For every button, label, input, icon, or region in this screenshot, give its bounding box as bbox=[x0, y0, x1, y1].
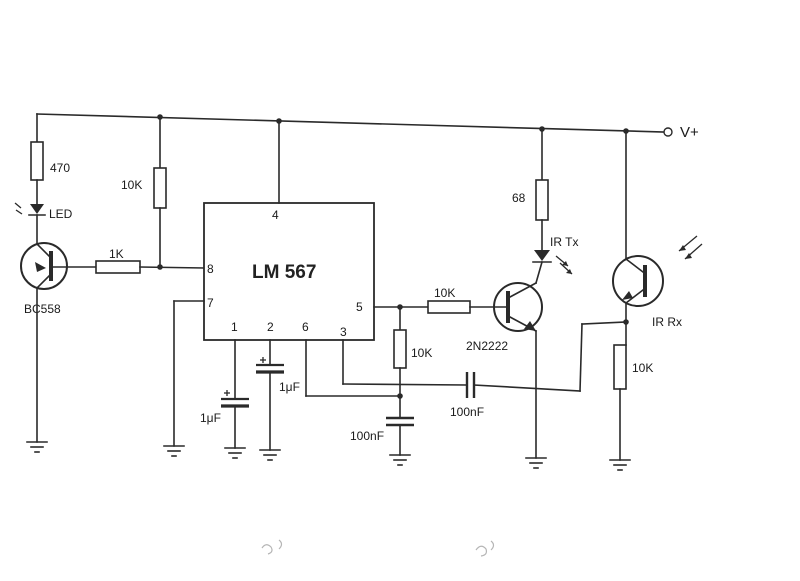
pin-8: 8 bbox=[207, 262, 214, 276]
lm567-chip: LM 567 4 8 7 1 2 6 3 5 bbox=[203, 202, 375, 341]
resistor-68-label: 68 bbox=[512, 191, 526, 205]
capacitor-100nf-pin5-icon bbox=[386, 416, 414, 427]
vplus-rail: V+ bbox=[36, 113, 699, 141]
scan-marks bbox=[261, 539, 495, 557]
capacitor-pin2-label: 1μF bbox=[279, 380, 300, 394]
pin-1: 1 bbox=[231, 320, 238, 334]
led-label: LED bbox=[49, 207, 73, 221]
resistor-10k-irrx bbox=[613, 344, 627, 390]
resistor-10k-base bbox=[427, 300, 471, 314]
resistor-10k-base-label: 10K bbox=[434, 286, 455, 300]
capacitor-100nf-coupling-icon bbox=[465, 372, 476, 398]
resistor-1k bbox=[95, 260, 141, 274]
ground-icon bbox=[259, 449, 281, 461]
resistor-470-label: 470 bbox=[50, 161, 70, 175]
resistor-68 bbox=[535, 179, 549, 221]
capacitor-pin5-label: 100nF bbox=[350, 429, 384, 443]
resistor-470 bbox=[30, 141, 44, 181]
resistor-10k-pullup-label: 10K bbox=[121, 178, 142, 192]
junction-node bbox=[397, 393, 403, 399]
ground-icon bbox=[525, 457, 547, 469]
ir-rx-label: IR Rx bbox=[652, 315, 682, 329]
pin-2: 2 bbox=[267, 320, 274, 334]
capacitor-pin1-label: 1μF bbox=[200, 411, 221, 425]
pin-7: 7 bbox=[207, 296, 214, 310]
ground-icon bbox=[224, 447, 246, 459]
resistor-10k-pullup bbox=[153, 167, 167, 209]
ir-tx-led-icon bbox=[532, 250, 573, 275]
vplus-label: V+ bbox=[680, 124, 699, 141]
chip-name: LM 567 bbox=[252, 262, 316, 283]
pin-6: 6 bbox=[302, 320, 309, 334]
ground-icon bbox=[26, 441, 48, 453]
capacitor-coupling-label: 100nF bbox=[450, 405, 484, 419]
vplus-terminal bbox=[663, 127, 673, 137]
ground-icon bbox=[163, 445, 185, 457]
led-icon bbox=[14, 202, 46, 216]
pin-4: 4 bbox=[272, 208, 279, 222]
ground-icon bbox=[609, 459, 631, 471]
junction-node bbox=[623, 319, 629, 325]
led-branch: 470 LED bbox=[14, 113, 73, 245]
2n2222-label: 2N2222 bbox=[466, 339, 508, 353]
bc558-label: BC558 bbox=[24, 302, 61, 316]
pin-5: 5 bbox=[356, 300, 363, 314]
transistor-2n2222-icon bbox=[493, 281, 543, 333]
pin-3: 3 bbox=[340, 325, 347, 339]
ground-icon bbox=[389, 454, 411, 466]
ir-tx-label: IR Tx bbox=[550, 235, 578, 249]
transistor-bc558-icon bbox=[20, 242, 97, 290]
resistor-10k-pin5-label: 10K bbox=[411, 346, 432, 360]
resistor-10k-pin5 bbox=[393, 329, 407, 369]
resistor-10k-irrx-label: 10K bbox=[632, 361, 653, 375]
resistor-1k-label: 1K bbox=[109, 247, 124, 261]
ir-rx-phototransistor-icon bbox=[612, 235, 703, 307]
